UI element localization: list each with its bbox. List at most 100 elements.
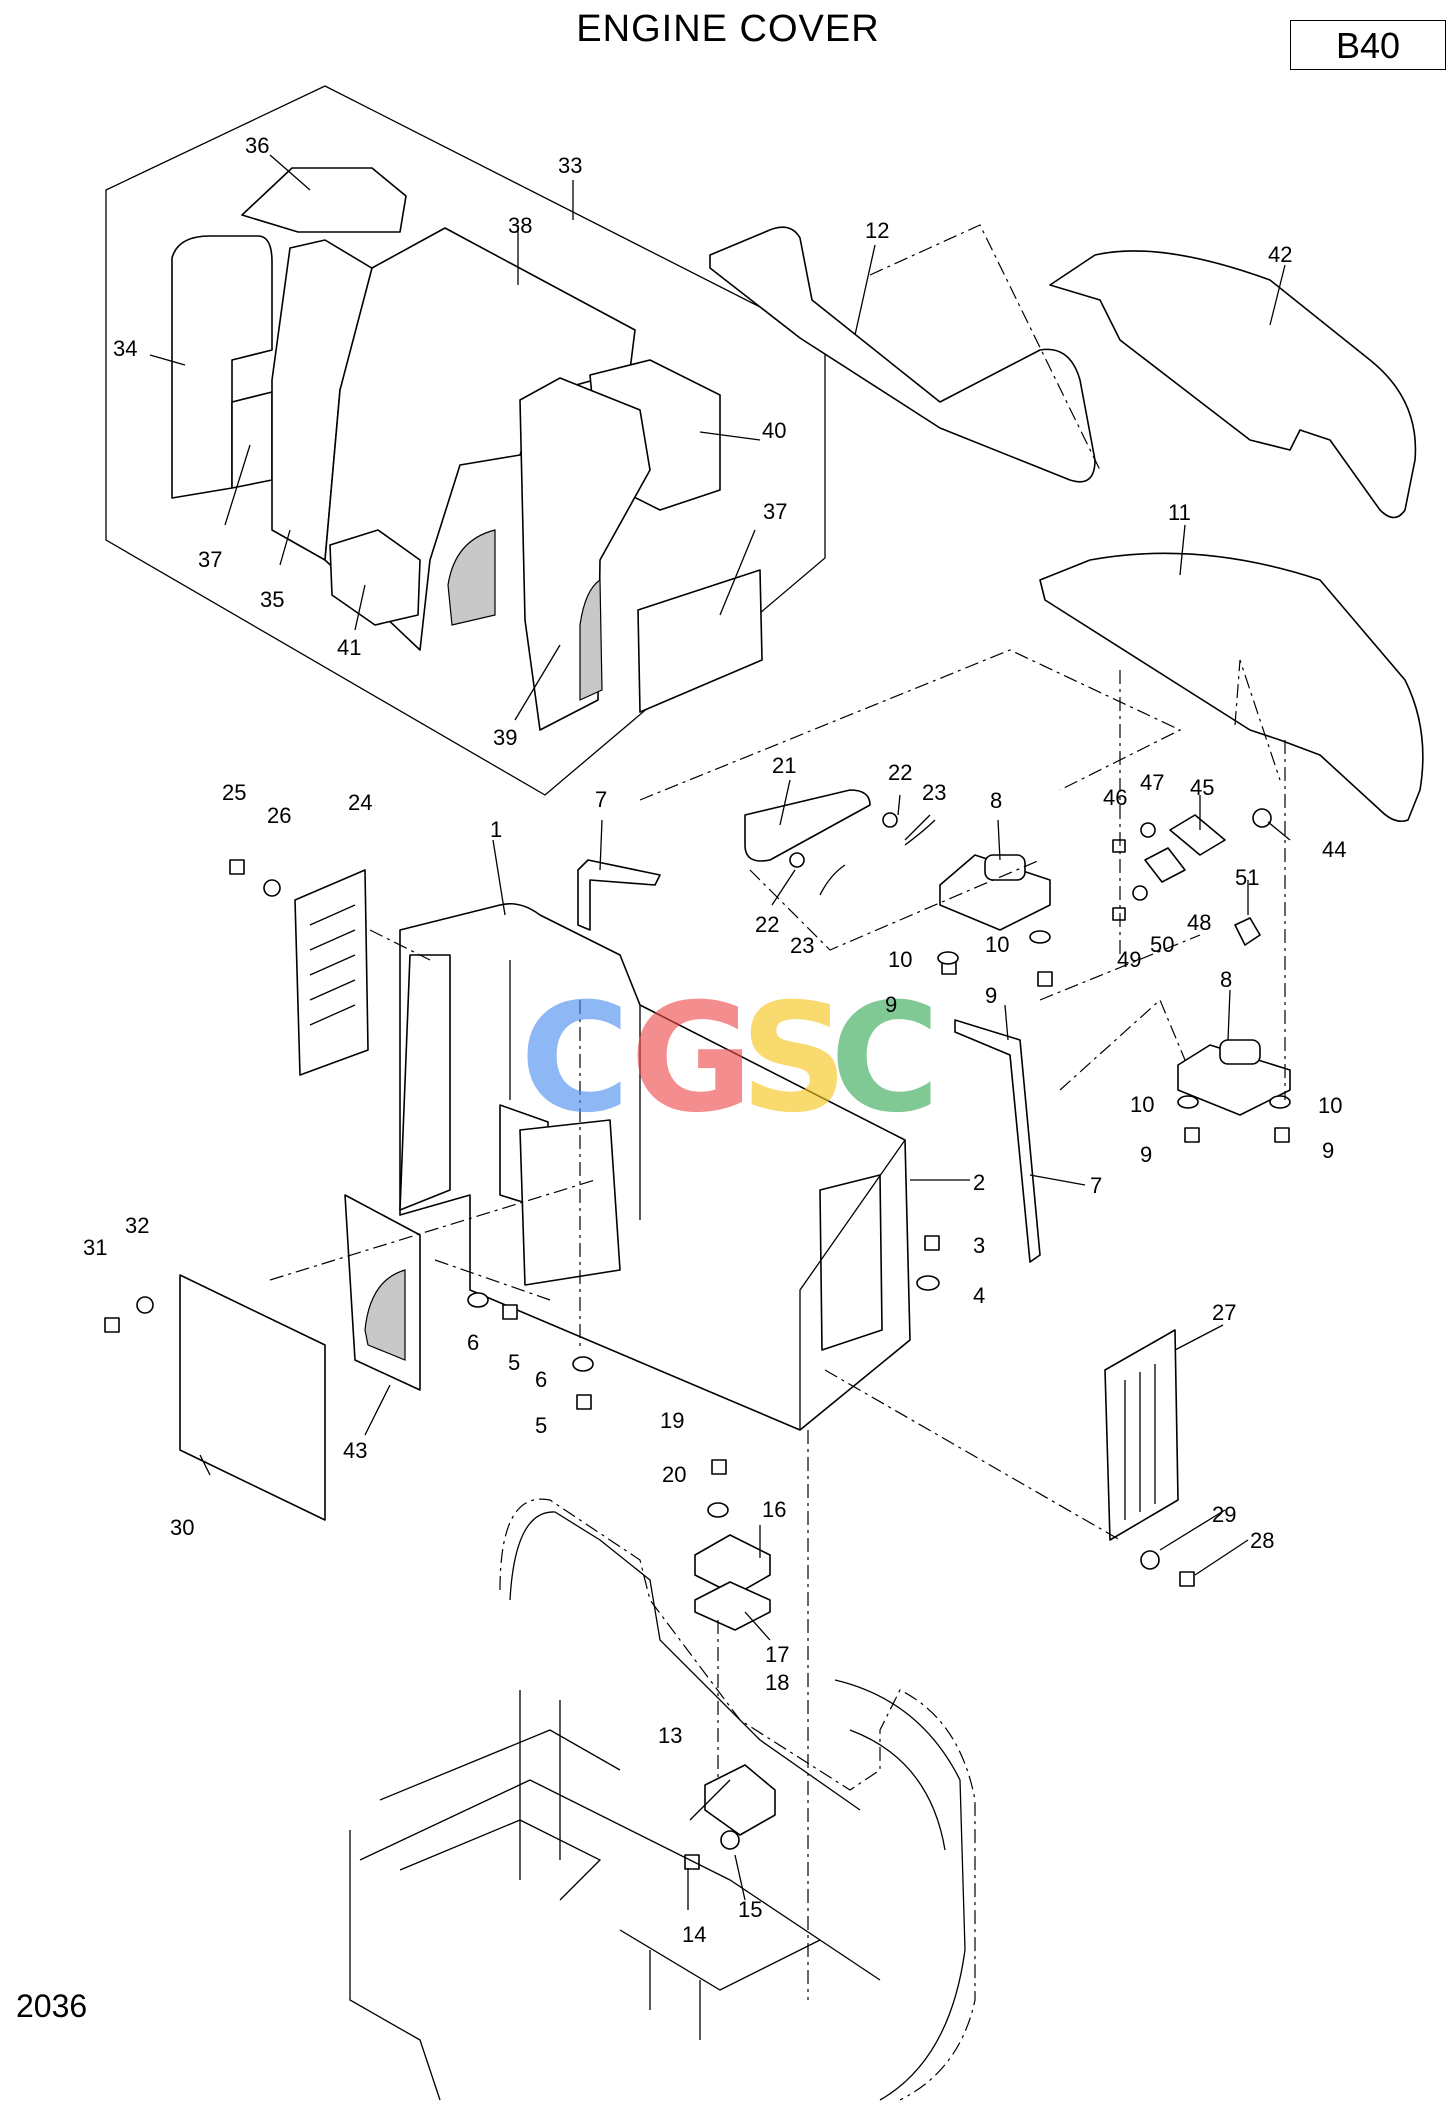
callout-47: 47 bbox=[1140, 770, 1164, 795]
page-number: 2036 bbox=[16, 1988, 88, 2024]
callout-10c: 10 bbox=[1130, 1092, 1154, 1117]
part-12-seal bbox=[709, 226, 1096, 483]
callout-21: 21 bbox=[772, 753, 796, 778]
part-23-pin-upper bbox=[904, 814, 936, 846]
callout-11: 11 bbox=[1168, 500, 1191, 525]
callout-9c: 9 bbox=[1140, 1142, 1152, 1167]
part-17-plate bbox=[694, 1581, 771, 1631]
callout-8a: 8 bbox=[990, 788, 1002, 813]
callout-39: 39 bbox=[493, 725, 517, 750]
callout-22b: 22 bbox=[755, 912, 779, 937]
callout-6b: 6 bbox=[535, 1367, 547, 1392]
callout-45: 45 bbox=[1190, 775, 1214, 800]
watermark-letter-c1: C bbox=[520, 972, 630, 1146]
assembly-centerlines bbox=[269, 224, 1286, 2000]
callout-25: 25 bbox=[222, 780, 246, 805]
callout-23a: 23 bbox=[922, 780, 946, 805]
part-36-pad bbox=[241, 167, 407, 233]
part-43-dotted-area bbox=[364, 1269, 406, 1361]
callout-37b: 37 bbox=[763, 499, 787, 524]
part-27-grille bbox=[1104, 1329, 1179, 1541]
figure-code-box: B40 bbox=[1290, 20, 1446, 70]
part-15-washer bbox=[720, 1830, 740, 1850]
callout-42: 42 bbox=[1268, 242, 1292, 267]
callout-15: 15 bbox=[738, 1897, 762, 1922]
callout-40: 40 bbox=[762, 418, 786, 443]
callout-23b: 23 bbox=[790, 933, 814, 958]
part-10-washer-c bbox=[1177, 1095, 1199, 1109]
part-9-bolt-d bbox=[1274, 1127, 1290, 1143]
part-37-large-pad bbox=[637, 569, 763, 713]
part-38-front-section bbox=[519, 377, 651, 731]
callout-5b: 5 bbox=[535, 1413, 547, 1438]
callout-1: 1 bbox=[490, 817, 502, 842]
part-14-bolt bbox=[684, 1854, 700, 1870]
callout-32: 32 bbox=[125, 1213, 149, 1238]
part-20-washer bbox=[707, 1502, 729, 1518]
part-41-pad bbox=[329, 529, 421, 626]
part-2-side-opening bbox=[819, 1174, 883, 1351]
part-44-stopper bbox=[1252, 808, 1272, 828]
callout-3: 3 bbox=[973, 1233, 985, 1258]
part-7-strip-right bbox=[954, 1019, 1041, 1263]
callout-48: 48 bbox=[1187, 910, 1211, 935]
part-34-pad bbox=[171, 235, 273, 499]
part-28-bolt bbox=[1179, 1571, 1195, 1587]
callout-18: 18 bbox=[765, 1670, 789, 1695]
callout-2: 2 bbox=[973, 1170, 985, 1195]
insulation-kit-box bbox=[105, 85, 826, 796]
part-9-bolt-c bbox=[1184, 1127, 1200, 1143]
part-1-engine-hood bbox=[399, 902, 911, 1431]
callout-13: 13 bbox=[658, 1723, 682, 1748]
part-8-hinge-upper-knuckle bbox=[984, 854, 1026, 881]
callout-labels: 1 2 3 4 5 5 6 6 7 7 8 8 9 9 9 9 10 10 10… bbox=[83, 133, 1346, 1947]
callout-7b: 7 bbox=[1090, 1173, 1102, 1198]
part-8-hinge-lower-knuckle bbox=[1219, 1039, 1261, 1065]
part-8-hinge-lower bbox=[1177, 1044, 1291, 1116]
part-5-bolt-b bbox=[576, 1394, 592, 1410]
callout-16: 16 bbox=[762, 1497, 786, 1522]
part-3-bolt bbox=[924, 1235, 940, 1251]
part-50-washer bbox=[1132, 885, 1148, 901]
part-24-grille-slots bbox=[309, 904, 356, 1026]
machine-frame-outline bbox=[349, 1498, 976, 2101]
callout-50: 50 bbox=[1150, 932, 1174, 957]
part-39-insert bbox=[579, 578, 603, 701]
callout-26: 26 bbox=[267, 803, 291, 828]
watermark-letter-s: S bbox=[740, 972, 848, 1146]
part-7-strip-upper bbox=[577, 859, 661, 931]
part-38-dotted-area bbox=[447, 529, 496, 626]
part-31-bolt bbox=[104, 1317, 120, 1333]
callout-8b: 8 bbox=[1220, 967, 1232, 992]
callout-10b: 10 bbox=[985, 932, 1009, 957]
part-46-bolt bbox=[1112, 839, 1126, 853]
part-24-grille bbox=[294, 869, 369, 1076]
part-51-clip bbox=[1234, 917, 1261, 946]
callout-5a: 5 bbox=[508, 1350, 520, 1375]
watermark-letter-c2: C bbox=[830, 972, 940, 1146]
callout-44: 44 bbox=[1322, 837, 1346, 862]
part-6-washer-b bbox=[572, 1356, 594, 1372]
callout-19: 19 bbox=[660, 1408, 684, 1433]
callout-37a: 37 bbox=[198, 547, 222, 572]
callout-4: 4 bbox=[973, 1283, 985, 1308]
part-16-bracket bbox=[694, 1534, 771, 1596]
part-19-bolt bbox=[711, 1459, 727, 1475]
part-37-small-pad bbox=[231, 391, 273, 489]
callout-9b: 9 bbox=[985, 983, 997, 1008]
part-13-bracket bbox=[704, 1764, 776, 1836]
callout-9a: 9 bbox=[885, 992, 897, 1017]
part-11-cover bbox=[1039, 552, 1424, 823]
part-5-bolt-a bbox=[502, 1304, 518, 1320]
callout-30: 30 bbox=[170, 1515, 194, 1540]
part-21-hinge-bracket bbox=[744, 789, 871, 862]
callout-20: 20 bbox=[662, 1462, 686, 1487]
cgsc-watermark: C G S C bbox=[520, 972, 940, 1146]
part-6-washer-a bbox=[467, 1292, 489, 1308]
callout-35: 35 bbox=[260, 587, 284, 612]
callout-6a: 6 bbox=[467, 1330, 479, 1355]
callout-34: 34 bbox=[113, 336, 137, 361]
callout-41: 41 bbox=[337, 635, 361, 660]
part-9-bolt-b bbox=[1037, 971, 1053, 987]
part-4-washer bbox=[916, 1275, 940, 1291]
